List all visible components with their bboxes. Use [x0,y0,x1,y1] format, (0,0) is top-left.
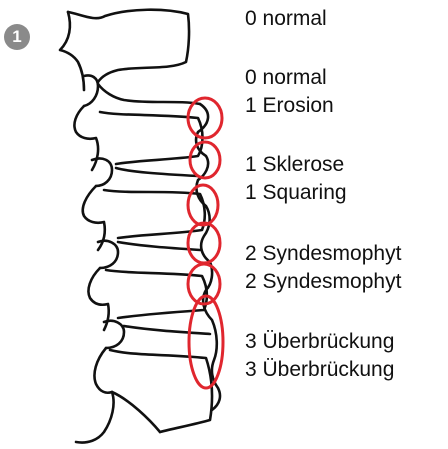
vertebra-5-lower-edge [112,392,160,432]
vertebra-1-facet [84,75,98,106]
score-label-sklerose: 1 Sklerose [245,153,344,177]
vertebra-1-body [68,10,189,82]
disc-1-2 [98,84,200,104]
score-label-syndesmophyt-b: 2 Syndesmophyt [245,270,401,294]
disc-2-3 [116,168,198,176]
score-label-ueberbrueckung-a: 3 Überbrückung [245,330,394,354]
disc-4-5 [124,326,210,334]
score-label-0a: 0 normal [245,7,327,31]
score-label-erosion: 1 Erosion [245,94,334,118]
score-label-squaring: 1 Squaring [245,181,347,205]
vertebra-5-left-process [76,348,114,443]
vertebra-5-body [110,350,212,432]
score-label-0b: 0 normal [245,66,327,90]
vertebra-1-left-process [60,12,84,90]
score-label-ueberbrueckung-b: 3 Überbrückung [245,358,394,382]
score-label-syndesmophyt-a: 2 Syndesmophyt [245,242,401,266]
